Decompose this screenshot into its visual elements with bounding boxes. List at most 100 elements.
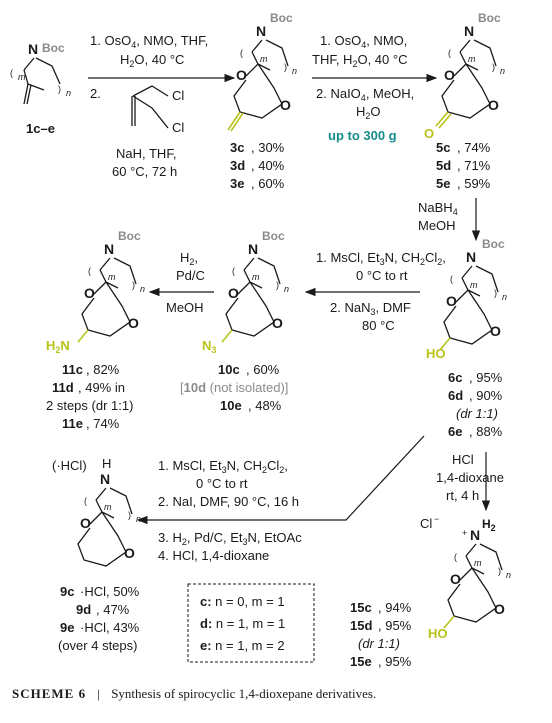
- svg-text:O: O: [236, 67, 247, 83]
- svg-text:N: N: [466, 249, 476, 265]
- svg-text:10e: 10e: [220, 398, 242, 413]
- compound-1: Boc N ( m ) n 1c–e: [10, 41, 71, 136]
- svg-text:n: n: [136, 514, 141, 524]
- svg-text:11d: 11d: [52, 380, 74, 395]
- svg-text:H2,: H2,: [180, 250, 198, 267]
- svg-text:Boc: Boc: [270, 11, 293, 25]
- svg-text:m: m: [468, 54, 476, 64]
- svg-text:Boc: Boc: [482, 237, 505, 251]
- svg-text:(: (: [84, 496, 87, 506]
- caption-divider: |: [97, 686, 100, 701]
- svg-text:(: (: [232, 266, 235, 276]
- svg-text:O: O: [494, 601, 505, 617]
- boc-label: Boc: [42, 41, 65, 55]
- dichloro-reagent: [131, 85, 169, 129]
- svg-text:1. OsO4, NMO, THF,: 1. OsO4, NMO, THF,: [90, 33, 208, 50]
- svg-text:HCl: HCl: [452, 452, 474, 467]
- svg-text:N: N: [470, 527, 480, 543]
- svg-text:m: m: [474, 558, 482, 568]
- n-index: n: [66, 88, 71, 98]
- svg-text:m: m: [260, 54, 268, 64]
- svg-text:3e: 3e: [230, 176, 244, 191]
- step2-conditions: 1. OsO4, NMO, THF, H2O, 40 °C 2. NaIO4, …: [312, 33, 438, 143]
- svg-text:2.: 2.: [90, 86, 101, 101]
- svg-text:O: O: [128, 315, 139, 331]
- svg-text:9d: 9d: [76, 602, 91, 617]
- svg-text:): ): [128, 510, 131, 520]
- svg-text:): ): [58, 84, 61, 94]
- caption-text: Synthesis of spirocyclic 1,4-dioxepane d…: [111, 686, 377, 701]
- pyrrolidine-bonds: [23, 57, 61, 85]
- svg-text:(: (: [10, 68, 13, 78]
- svg-text:1,4-dioxane: 1,4-dioxane: [436, 470, 504, 485]
- svg-text:N: N: [256, 23, 266, 39]
- svg-text:10c: 10c: [218, 362, 240, 377]
- svg-text:(: (: [448, 48, 451, 58]
- svg-text:(: (: [240, 48, 243, 58]
- svg-text:m: m: [104, 502, 112, 512]
- step1-conditions: 1. OsO4, NMO, THF, H2O, 40 °C 2. Cl Cl N…: [88, 33, 236, 179]
- svg-text:N: N: [104, 241, 114, 257]
- svg-text:H2N: H2N: [46, 338, 70, 355]
- compound-1-label: 1c–e: [26, 121, 55, 136]
- svg-text:O: O: [84, 285, 95, 301]
- reaction-scheme: Boc N ( m ) n 1c–e 1. OsO4, NMO, THF, H2…: [10, 11, 511, 669]
- svg-text:1. MsCl, Et3N, CH2Cl2,: 1. MsCl, Et3N, CH2Cl2,: [158, 458, 288, 475]
- svg-text:n: n: [500, 66, 505, 76]
- svg-text:, 60%: , 60%: [246, 362, 280, 377]
- svg-text:n: n: [292, 66, 297, 76]
- svg-text:rt, 4 h: rt, 4 h: [446, 488, 479, 503]
- svg-text:O: O: [124, 545, 135, 561]
- svg-text:n: n: [284, 284, 289, 294]
- svg-text:): ): [132, 280, 135, 290]
- svg-text:O: O: [450, 571, 461, 587]
- exo-methylene-highlight: [227, 111, 244, 132]
- svg-text:MeOH: MeOH: [418, 218, 456, 233]
- svg-text:6d: 6d: [448, 388, 463, 403]
- svg-text:Cl: Cl: [172, 88, 184, 103]
- compound-15: Cl− H2 + N ( m ) n O O HO: [420, 514, 511, 641]
- svg-text:): ): [284, 62, 287, 72]
- svg-text:n: n: [506, 570, 511, 580]
- scale-note: up to 300 g: [328, 128, 397, 143]
- svg-text:, 95%: , 95%: [469, 370, 503, 385]
- svg-text:5d: 5d: [436, 158, 451, 173]
- svg-text:2. NaI, DMF, 90 °C, 16 h: 2. NaI, DMF, 90 °C, 16 h: [158, 494, 299, 509]
- exo-methylene: [23, 83, 32, 105]
- svg-text:c: n = 0, m = 1: c: n = 0, m = 1: [200, 594, 285, 609]
- svg-text:MeOH: MeOH: [166, 300, 204, 315]
- svg-text:O: O: [80, 515, 91, 531]
- svg-text:, 47%: , 47%: [96, 602, 130, 617]
- svg-text:4. HCl, 1,4-dioxane: 4. HCl, 1,4-dioxane: [158, 548, 269, 563]
- svg-text:15e: 15e: [350, 654, 372, 669]
- svg-text:O: O: [488, 97, 499, 113]
- svg-text:NaH, THF,: NaH, THF,: [116, 146, 176, 161]
- svg-text:(·HCl): (·HCl): [52, 458, 87, 473]
- svg-text:60 °C, 72 h: 60 °C, 72 h: [112, 164, 177, 179]
- svg-text:H2: H2: [482, 517, 496, 533]
- svg-text:, 60%: , 60%: [251, 176, 285, 191]
- svg-text:(: (: [454, 552, 457, 562]
- svg-text:2. NaIO4, MeOH,: 2. NaIO4, MeOH,: [316, 86, 414, 103]
- compound-5: Boc N ( m ) n O O O 5c, 74% 5d, 71% 5e, …: [424, 11, 505, 191]
- compound-15-yields: 15c, 94% 15d, 95% (dr 1:1) 15e, 95%: [350, 600, 412, 669]
- svg-text:3. H2, Pd/C, Et3N, EtOAc: 3. H2, Pd/C, Et3N, EtOAc: [158, 530, 302, 547]
- svg-text:, 82%: , 82%: [86, 362, 120, 377]
- svg-text:Boc: Boc: [262, 229, 285, 243]
- svg-text:HO: HO: [428, 626, 448, 641]
- svg-text:−: −: [434, 514, 439, 524]
- svg-text:m: m: [470, 280, 478, 290]
- step7-conditions: 1. MsCl, Et3N, CH2Cl2, 0 °C to rt 2. NaI…: [136, 435, 425, 563]
- svg-text:Boc: Boc: [118, 229, 141, 243]
- svg-text:, 74%: , 74%: [86, 416, 120, 431]
- svg-text:(: (: [88, 266, 91, 276]
- svg-text:, 95%: , 95%: [378, 618, 412, 633]
- svg-text:5e: 5e: [436, 176, 450, 191]
- compound-9: (·HCl) H N ( m ) n O O 9c·HCl, 50% 9d, 4…: [52, 456, 141, 653]
- svg-text:[10d (not isolated)]: [10d (not isolated)]: [180, 380, 288, 395]
- svg-text:O: O: [490, 323, 501, 339]
- svg-text:6e: 6e: [448, 424, 462, 439]
- svg-text:2 steps (dr 1:1): 2 steps (dr 1:1): [46, 398, 133, 413]
- svg-text:): ): [494, 288, 497, 298]
- caption-label: SCHEME 6: [12, 686, 87, 701]
